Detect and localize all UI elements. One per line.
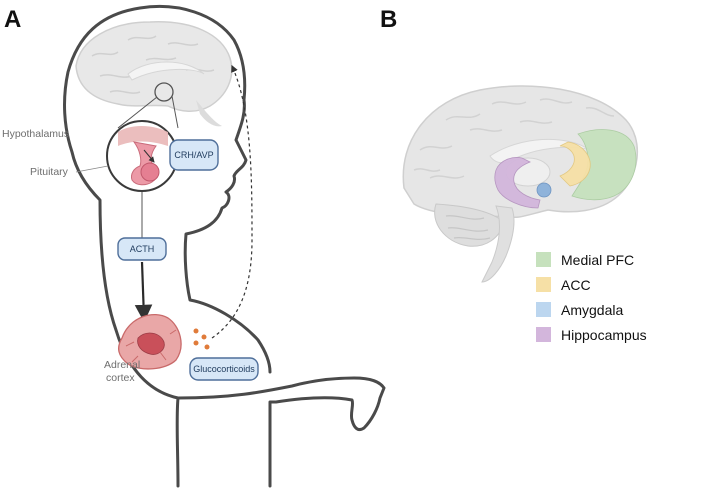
adrenal-label-line2: cortex [106, 372, 135, 384]
panel-letter-a: A [4, 6, 21, 33]
pituitary-label-leader [75, 165, 109, 173]
zoom-line-left [117, 96, 158, 129]
zoom-line-right [171, 95, 179, 129]
acc-region [559, 141, 591, 187]
legend: Medial PFC ACC Amygdala Hippocampus [536, 252, 647, 343]
legend-swatch-hippocampus [536, 327, 551, 342]
child-silhouette-outline [63, 4, 386, 488]
crh-avp-pill: CRH/AVP [169, 139, 219, 171]
hypothalamus-focus-circle [154, 82, 174, 102]
panel-letter-b: B [380, 6, 397, 33]
legend-swatch-acc [536, 277, 551, 292]
legend-swatch-amygdala [536, 302, 551, 317]
legend-label-acc: ACC [561, 277, 591, 293]
hippocampus-region [494, 157, 541, 209]
glucocorticoids-pill: Glucocorticoids [189, 357, 259, 381]
legend-label-medial-pfc: Medial PFC [561, 252, 634, 268]
pituitary-label: Pituitary [30, 166, 69, 178]
acth-to-adrenal-arrow [134, 261, 153, 323]
pituitary-zoom [106, 120, 178, 192]
glucocorticoids-text: Glucocorticoids [193, 364, 255, 374]
feedback-arrow [211, 64, 253, 339]
hypothalamus-label: Hypothalamus [2, 128, 69, 140]
amygdala-region [536, 182, 552, 198]
crh-avp-text: CRH/AVP [174, 150, 213, 160]
acth-pill: ACTH [117, 237, 167, 261]
legend-swatch-medial-pfc [536, 252, 551, 267]
child-brain [75, 21, 233, 127]
adrenal-label-line1: Adrenal [104, 359, 140, 371]
legend-label-hippocampus: Hippocampus [561, 327, 647, 343]
glucocorticoid-dots [193, 328, 210, 350]
adrenal-gland [117, 314, 182, 370]
sagittal-brain [402, 85, 639, 283]
legend-label-amygdala: Amygdala [561, 302, 623, 318]
acth-text: ACTH [130, 244, 155, 254]
